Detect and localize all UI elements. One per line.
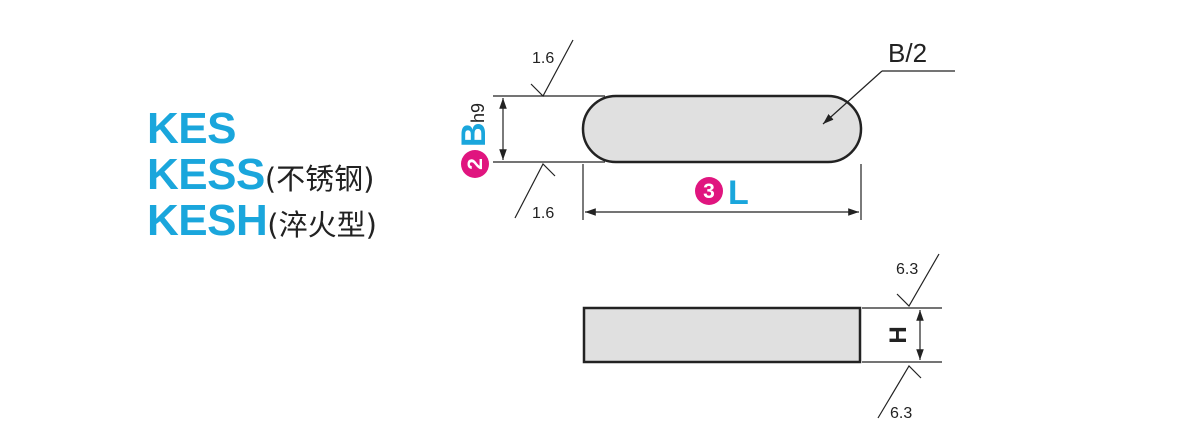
code-line-kesh: KESH(淬火型)	[147, 198, 377, 244]
product-code: KES	[147, 104, 236, 153]
code-line-kess: KESS(不锈钢)	[147, 152, 377, 198]
roughness-symbol-top: 6.3	[896, 253, 940, 307]
index-number: 3	[703, 180, 715, 203]
roughness-value: 6.3	[896, 261, 918, 278]
index-bubble	[461, 150, 489, 178]
key-top-outline	[581, 94, 863, 164]
dimension-symbol: L	[728, 174, 749, 212]
code-line-kes: KES	[147, 106, 377, 152]
material-note: (淬火型)	[267, 208, 377, 242]
width-label: 2 B h9	[455, 103, 493, 178]
side-view: H 6.3 6.3	[582, 253, 942, 422]
product-code-list: KES KESS(不锈钢) KESH(淬火型)	[147, 106, 377, 244]
tolerance-class: h9	[468, 103, 488, 123]
roughness-value: 1.6	[532, 205, 554, 222]
material-note: (不锈钢)	[264, 162, 375, 196]
product-code: KESS	[147, 150, 265, 199]
roughness-value: 6.3	[890, 405, 912, 422]
length-label: 3 L	[695, 174, 749, 212]
key-side-outline	[582, 306, 862, 364]
radius-callout: B/2	[822, 38, 955, 125]
radius-label: B/2	[888, 38, 927, 68]
index-bubble	[695, 177, 723, 205]
roughness-symbol-bottom: 1.6	[514, 162, 556, 222]
roughness-value: 1.6	[532, 50, 554, 67]
product-code: KESH	[147, 196, 268, 245]
dimension-symbol: B	[455, 122, 493, 147]
roughness-symbol-bottom: 6.3	[877, 365, 922, 422]
height-label: H	[885, 326, 912, 343]
index-number: 2	[464, 158, 487, 170]
height-label-group: H	[885, 326, 912, 343]
roughness-symbol-top: 1.6	[530, 39, 574, 97]
top-view: 1.6 1.6 B/2 2 B h9 3 L	[455, 38, 955, 222]
